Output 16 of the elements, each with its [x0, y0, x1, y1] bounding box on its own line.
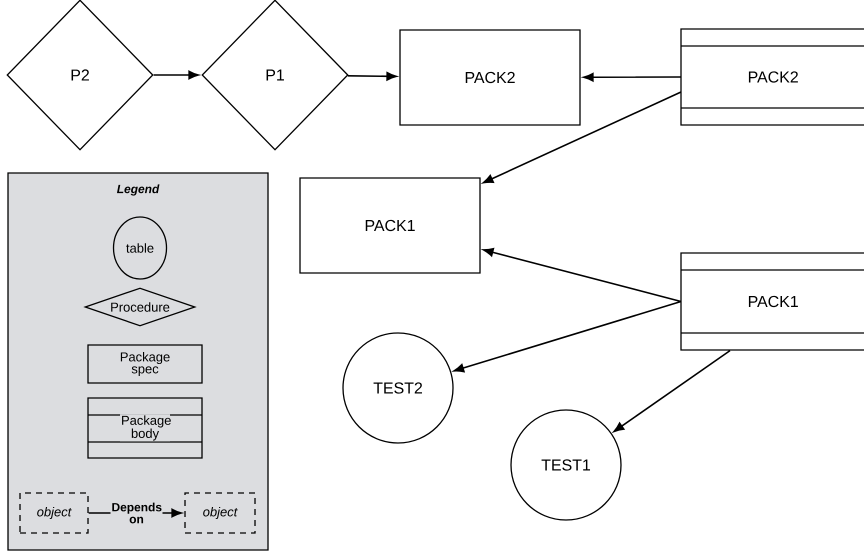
- arrow: [614, 350, 730, 432]
- package-spec-box: PACK2: [399, 29, 581, 126]
- arrow: [482, 248, 682, 302]
- arrow: [482, 91, 682, 184]
- edge-label: Depends on: [110, 502, 162, 524]
- package-body-box: PACK2: [680, 28, 864, 126]
- arrow: [154, 70, 199, 80]
- dashed-object-box: object: [19, 492, 89, 534]
- package-spec-box: PACK1: [299, 177, 481, 274]
- arrow: [583, 72, 681, 82]
- package-spec-box: Package spec: [87, 344, 203, 384]
- package-body-box: PACK1: [680, 252, 864, 351]
- arrow: [348, 72, 397, 81]
- package-body-box: Package body: [87, 397, 203, 459]
- dashed-object-box: object: [184, 492, 256, 534]
- arrow: [454, 300, 682, 372]
